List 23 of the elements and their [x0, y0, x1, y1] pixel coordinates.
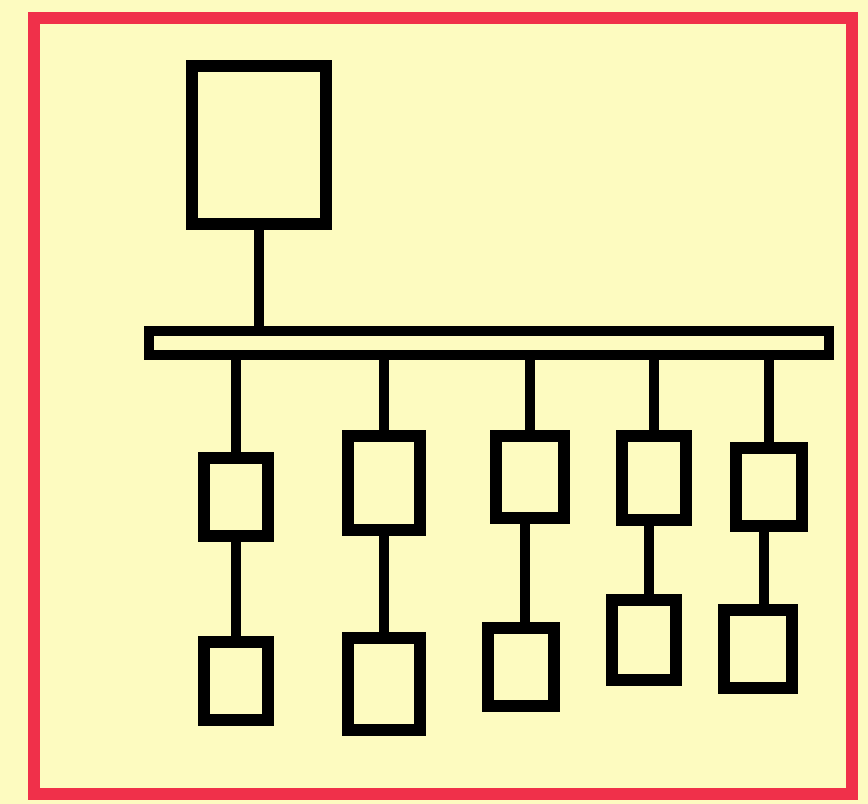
empty-box — [186, 60, 332, 230]
empty-box — [342, 430, 426, 536]
empty-box — [718, 604, 798, 694]
empty-box — [482, 622, 560, 712]
connector-line — [649, 360, 659, 430]
connector-line — [231, 542, 241, 636]
empty-box — [490, 430, 570, 524]
connector-line — [231, 360, 241, 452]
empty-box — [616, 430, 692, 526]
connector-line — [525, 360, 535, 430]
connector-line — [520, 524, 530, 622]
empty-box — [606, 594, 682, 686]
connector-line — [644, 526, 654, 594]
bus-bar — [144, 326, 834, 360]
connector-line — [379, 536, 389, 632]
empty-box — [198, 636, 274, 726]
empty-box — [198, 452, 274, 542]
connector-line — [764, 360, 774, 442]
connector-line — [759, 532, 769, 604]
empty-box — [342, 632, 426, 736]
connector-line — [254, 230, 264, 326]
empty-box — [730, 442, 808, 532]
connector-line — [379, 360, 389, 430]
